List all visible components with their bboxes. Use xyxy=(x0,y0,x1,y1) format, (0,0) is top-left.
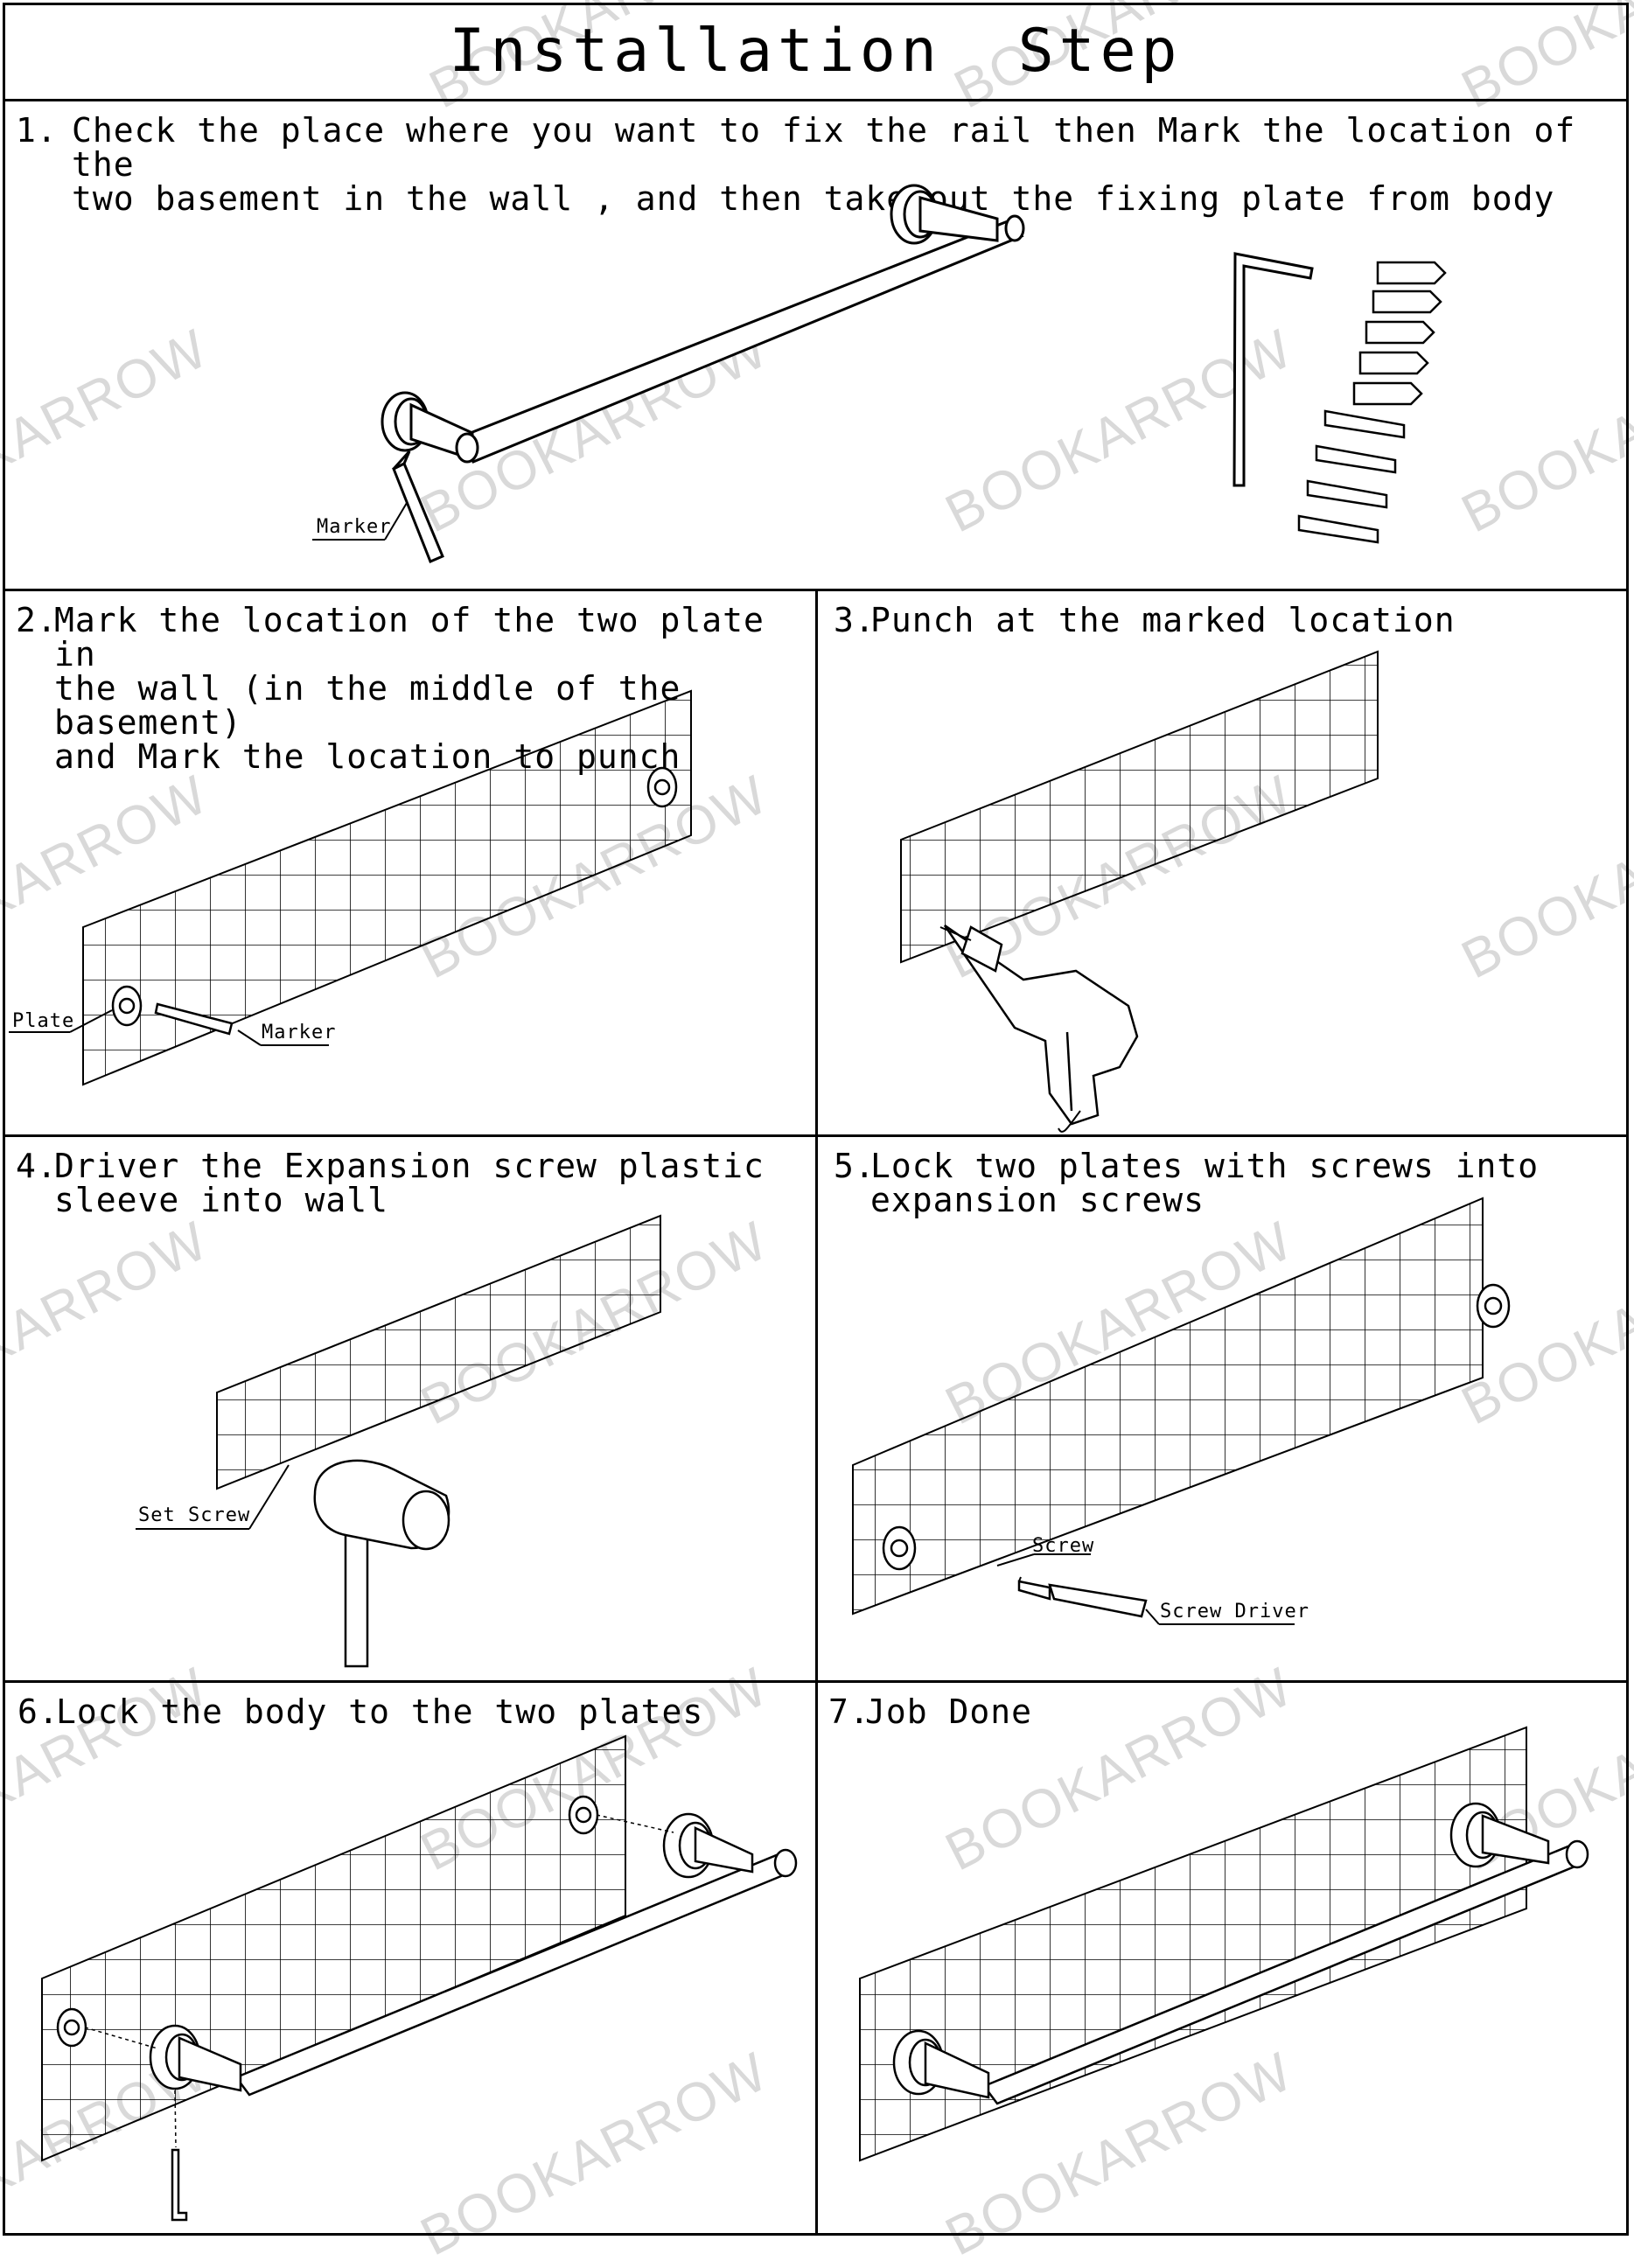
callout-label: Plate xyxy=(12,1010,75,1032)
step-number: 2. xyxy=(16,601,58,639)
step-number: 5. xyxy=(834,1147,876,1185)
callout-label: Set Screw xyxy=(138,1504,251,1526)
title-cell: Installation Step xyxy=(3,3,1629,101)
step-number: 3. xyxy=(834,601,876,639)
step-number: 1. xyxy=(16,111,58,150)
callout-label: Marker xyxy=(317,516,392,538)
callout-label: Marker xyxy=(262,1022,337,1043)
step-5: 5. Lock two plates with screws into expa… xyxy=(818,1137,1629,1680)
step-text: Driver the Expansion screw plastic sleev… xyxy=(54,1147,765,1219)
step-text: Job Done xyxy=(865,1692,1033,1731)
step-number: 7. xyxy=(828,1692,870,1731)
step-number: 4. xyxy=(16,1147,58,1185)
callout-label: Screw xyxy=(1032,1535,1095,1557)
step-text: Lock the body to the two plates xyxy=(56,1692,704,1731)
column-divider xyxy=(815,589,818,2236)
step-7: 7. Job Done xyxy=(818,1683,1629,2236)
step-4: 4. Driver the Expansion screw plastic sl… xyxy=(5,1137,815,1680)
step-text: Punch at the marked location xyxy=(870,601,1456,639)
step-number: 6. xyxy=(17,1692,59,1731)
step-6: 6. Lock the body to the two plates xyxy=(5,1683,815,2236)
page-title: Installation Step xyxy=(449,16,1183,86)
callout-label: Screw Driver xyxy=(1160,1601,1309,1622)
step-text: Lock two plates with screws into expansi… xyxy=(870,1147,1540,1219)
step-3: 3. Punch at the marked location xyxy=(818,591,1629,1134)
